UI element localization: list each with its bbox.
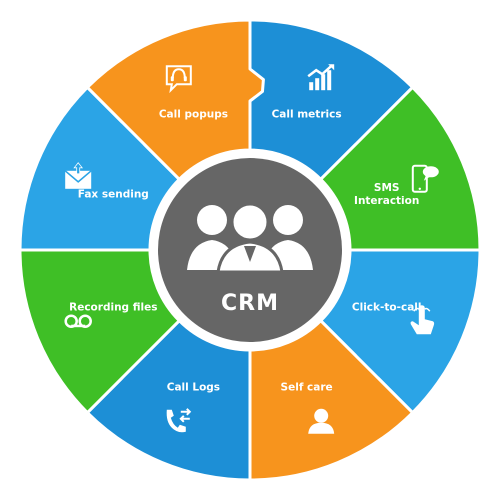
segment-label: Interaction: [354, 195, 419, 207]
segments-layer: Call metricsSMSInteractionClick-to-callS…: [18, 18, 482, 482]
bar-chart-icon: [307, 64, 335, 91]
segment-label: Recording files: [69, 302, 157, 314]
envelope-upload-icon: [64, 162, 92, 189]
phone-transfer-icon: [166, 408, 192, 433]
segment-label: Call metrics: [272, 108, 342, 120]
segment-label: Fax sending: [78, 188, 149, 200]
segment-label: Self care: [281, 382, 333, 394]
people-group-icon: [187, 202, 313, 274]
person-icon: [308, 408, 335, 434]
headset-chat-icon: [165, 65, 192, 94]
segment-label: SMS: [374, 182, 400, 194]
center-label: CRM: [221, 291, 279, 316]
segment-label: Call popups: [159, 108, 228, 120]
center-hub: CRM: [150, 150, 350, 350]
hand-pointer-icon: [410, 305, 435, 335]
mobile-sms-icon: [411, 164, 439, 193]
segment-label: Click-to-call: [352, 302, 422, 314]
voicemail-icon: [64, 314, 92, 328]
segment-label: Call Logs: [167, 382, 220, 394]
